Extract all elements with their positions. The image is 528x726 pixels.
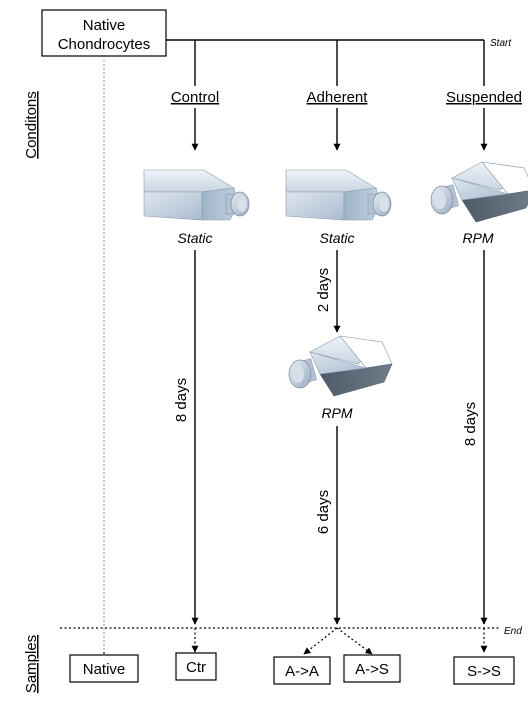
condition-control: Control	[171, 89, 219, 106]
adherent-first-duration: 2 days	[315, 268, 332, 312]
svg-text:S->S: S->S	[467, 663, 501, 680]
sample-aa: A->A	[273, 656, 331, 685]
condition-adherent: Adherent	[307, 89, 369, 106]
condition-suspended: Suspended	[446, 89, 522, 106]
mode-second-stage: RPM	[321, 405, 352, 421]
mode-adherent: Static	[319, 230, 354, 246]
suspended-duration: 8 days	[462, 402, 479, 446]
as-arrow	[336, 627, 373, 655]
adherent-second-duration: 6 days	[315, 490, 332, 534]
flask-control-static-icon	[143, 169, 250, 221]
samples-side-label: Samples	[23, 635, 40, 693]
sample-as: A->S	[343, 654, 401, 683]
sample-ss: S->S	[453, 656, 515, 685]
svg-text:Ctr: Ctr	[186, 659, 206, 676]
svg-text:A->A: A->A	[285, 663, 319, 680]
sample-ctr: Ctr	[175, 652, 217, 681]
flask-suspended-rpm-icon	[430, 161, 528, 223]
aa-arrow	[303, 627, 338, 655]
start-marker: Start	[490, 38, 512, 49]
conditions-side-label: Conditons	[23, 91, 40, 159]
source-box: Native Chondrocytes	[41, 9, 167, 57]
source-line2: Chondrocytes	[58, 36, 151, 53]
svg-text:Native: Native	[83, 661, 126, 678]
flask-adherent-rpm-icon	[288, 335, 393, 397]
source-line1: Native	[83, 17, 126, 34]
sample-native: Native	[69, 654, 139, 683]
mode-control: Static	[177, 230, 212, 246]
flask-adherent-static-icon	[285, 169, 392, 221]
end-marker: End	[504, 626, 522, 637]
control-duration: 8 days	[173, 378, 190, 422]
mode-suspended: RPM	[462, 230, 493, 246]
svg-text:A->S: A->S	[355, 661, 389, 678]
